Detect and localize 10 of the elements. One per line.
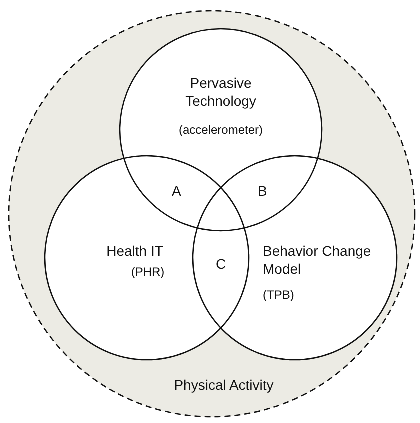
circle-sublabel: (TPB) bbox=[263, 288, 296, 304]
circle-label: Behavior Change Model bbox=[263, 242, 372, 278]
circle-sublabel: (PHR) bbox=[130, 265, 166, 281]
circle-label: Health IT bbox=[106, 242, 164, 260]
circle-label: Pervasive Technology bbox=[184, 74, 258, 110]
region-letter: B bbox=[258, 183, 268, 199]
circle-sublabel: (accelerometer) bbox=[178, 123, 264, 139]
region-letter: C bbox=[216, 256, 226, 272]
circle-label: Physical Activity bbox=[173, 376, 275, 394]
region-letter: A bbox=[172, 183, 182, 199]
